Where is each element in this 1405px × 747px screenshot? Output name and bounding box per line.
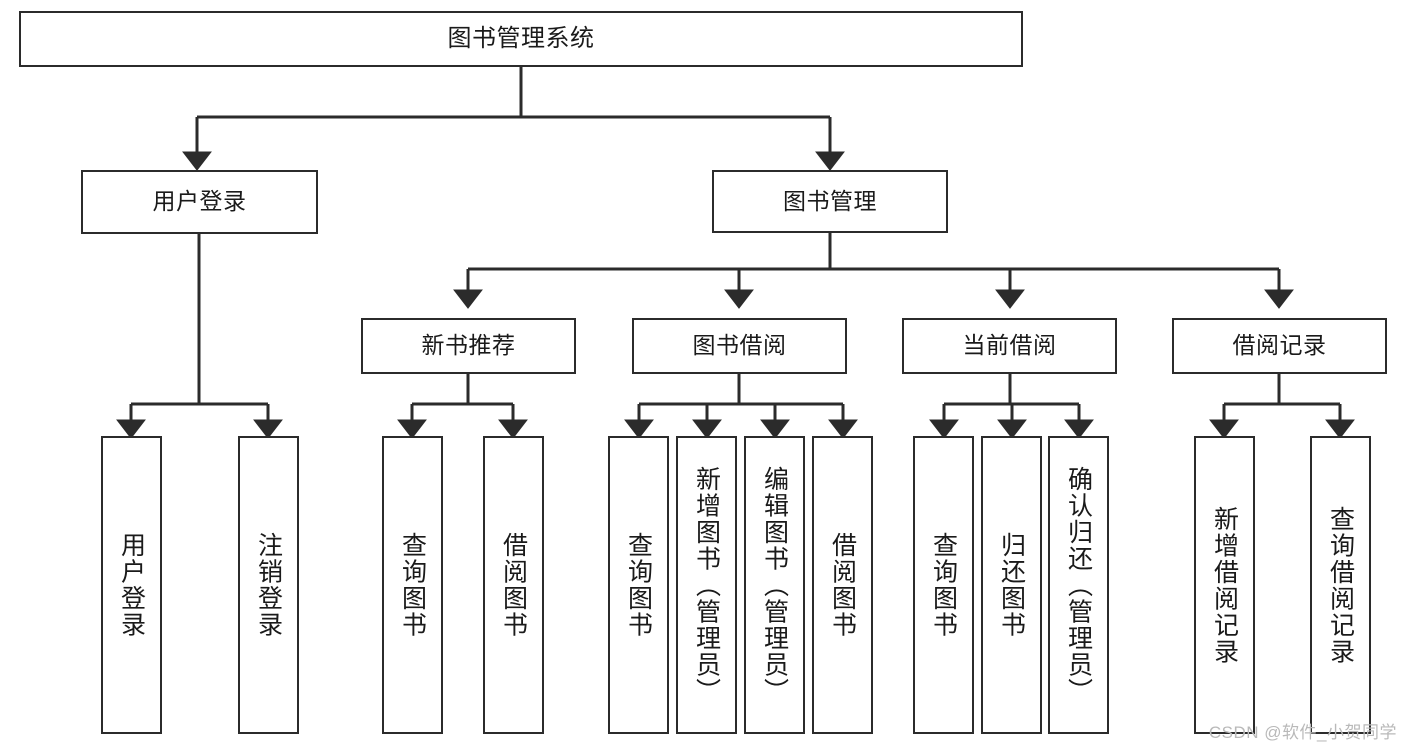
node-leaf-query-book-current[interactable]: 查询图书 [913, 436, 974, 734]
node-root-book-management-system[interactable]: 图书管理系统 [19, 11, 1023, 67]
node-leaf-add-borrow-record[interactable]: 新增借阅记录 [1194, 436, 1255, 734]
node-leaf-logout-login[interactable]: 注销登录 [238, 436, 299, 734]
node-label: 新增借阅记录 [1210, 505, 1239, 665]
node-label: 编辑图书（管理员） [760, 465, 789, 705]
node-leaf-query-borrow-record[interactable]: 查询借阅记录 [1310, 436, 1371, 734]
csdn-watermark: CSDN @软件_小贺同学 [1208, 723, 1397, 742]
node-label: 用户登录 [117, 532, 146, 638]
node-leaf-add-book-admin[interactable]: 新增图书（管理员） [676, 436, 737, 734]
node-label: 新增图书（管理员） [692, 465, 721, 705]
node-current-borrow[interactable]: 当前借阅 [902, 318, 1117, 374]
node-leaf-user-login[interactable]: 用户登录 [101, 436, 162, 734]
node-label: 确认归还（管理员） [1064, 465, 1093, 705]
node-user-login[interactable]: 用户登录 [81, 170, 318, 234]
node-label: 查询图书 [929, 532, 958, 638]
node-label: 查询图书 [398, 532, 427, 638]
node-new-book-recommend[interactable]: 新书推荐 [361, 318, 576, 374]
node-label: 借阅图书 [499, 532, 528, 638]
node-book-management[interactable]: 图书管理 [712, 170, 948, 233]
node-leaf-borrow-book[interactable]: 借阅图书 [812, 436, 873, 734]
node-label: 注销登录 [254, 532, 283, 638]
node-leaf-edit-book-admin[interactable]: 编辑图书（管理员） [744, 436, 805, 734]
node-leaf-borrow-book-recommend[interactable]: 借阅图书 [483, 436, 544, 734]
node-book-borrow[interactable]: 图书借阅 [632, 318, 847, 374]
node-leaf-query-book-borrow[interactable]: 查询图书 [608, 436, 669, 734]
node-label: 借阅图书 [828, 532, 857, 638]
node-borrow-record[interactable]: 借阅记录 [1172, 318, 1387, 374]
node-label: 归还图书 [997, 532, 1026, 638]
node-leaf-return-book[interactable]: 归还图书 [981, 436, 1042, 734]
node-label: 查询图书 [624, 532, 653, 638]
node-label: 查询借阅记录 [1326, 505, 1355, 665]
node-leaf-confirm-return-admin[interactable]: 确认归还（管理员） [1048, 436, 1109, 734]
node-leaf-query-book-recommend[interactable]: 查询图书 [382, 436, 443, 734]
